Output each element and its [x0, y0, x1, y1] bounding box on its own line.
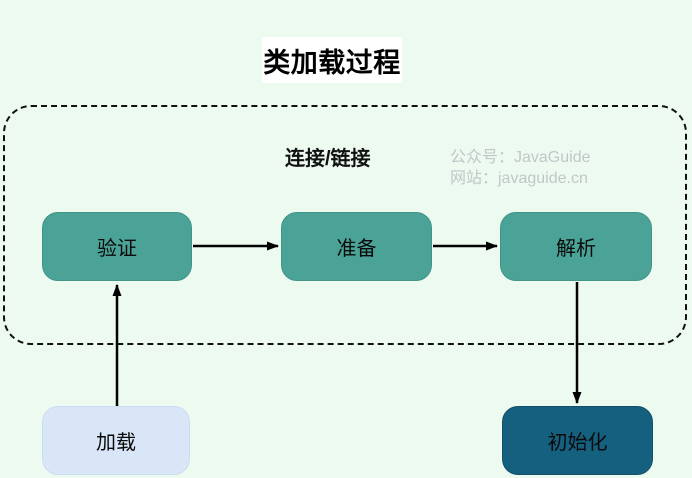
node-verify: 验证 [42, 212, 192, 281]
watermark-line1: 公众号：JavaGuide [450, 149, 591, 166]
linking-phase-container [3, 105, 687, 345]
page-title: 类加载过程 [262, 37, 402, 83]
node-prepare: 准备 [281, 212, 432, 281]
node-load: 加载 [42, 406, 190, 475]
node-initialize: 初始化 [502, 406, 653, 475]
node-resolve: 解析 [500, 212, 652, 281]
linking-phase-label: 连接/链接 [285, 148, 371, 170]
watermark-line2: 网站：javaguide.cn [450, 170, 588, 187]
watermark: 公众号：JavaGuide 网站：javaguide.cn [450, 147, 591, 189]
page-title-text: 类加载过程 [263, 47, 401, 78]
